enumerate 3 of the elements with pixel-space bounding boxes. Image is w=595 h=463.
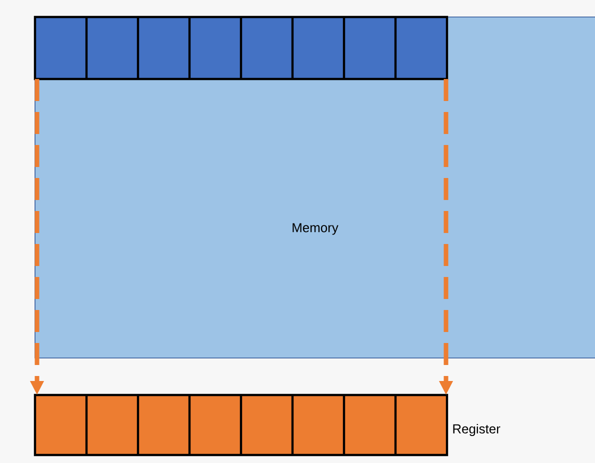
memory-word-bar <box>34 16 448 80</box>
register-bar <box>34 394 448 456</box>
node-caption: Register <box>453 424 500 436</box>
